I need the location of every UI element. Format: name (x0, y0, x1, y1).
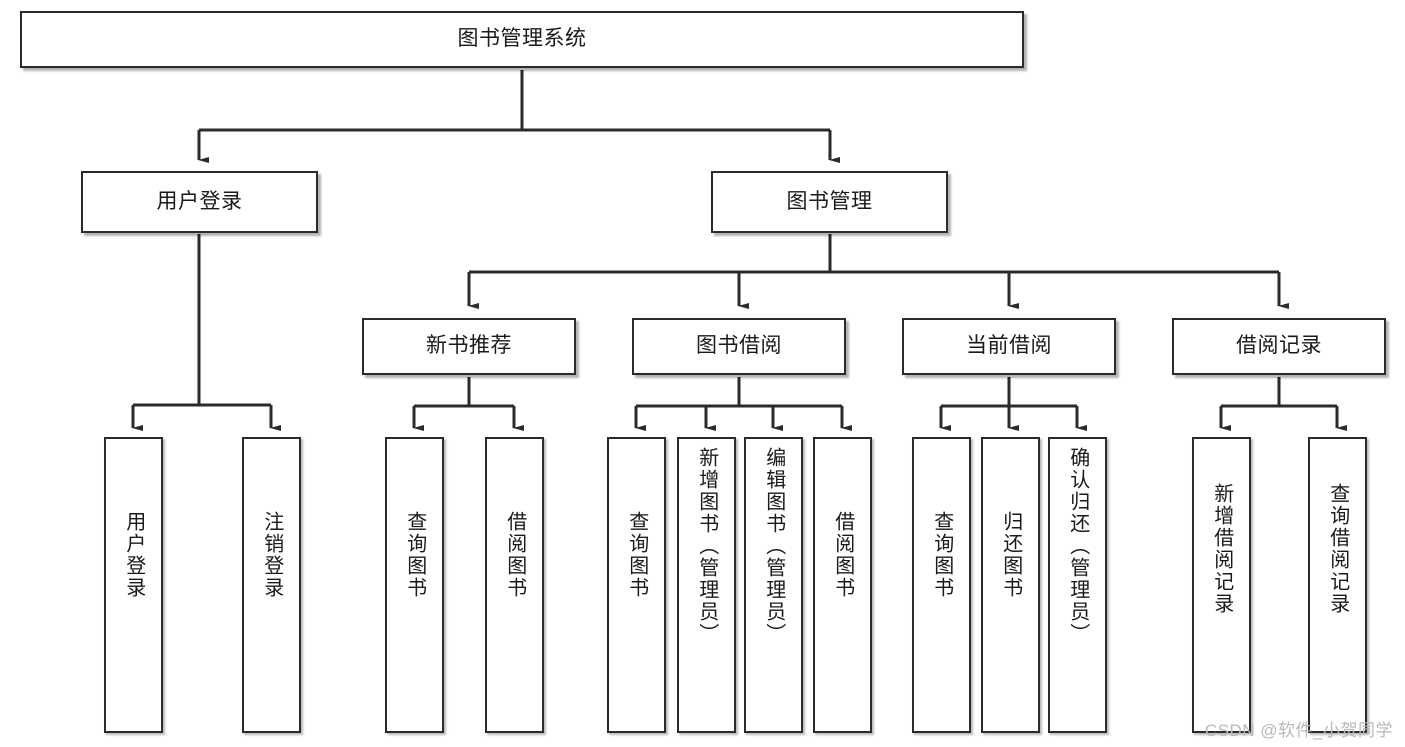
node-leaf-return-book[interactable]: 归还图书 (981, 437, 1040, 733)
node-leaf-borrow-book-2[interactable]: 借阅图书 (813, 437, 872, 733)
node-leaf-add-record-label: 新增借阅记录 (1210, 483, 1233, 615)
node-leaf-add-book-label: 新增图书（管理员） (695, 447, 718, 645)
node-leaf-return-book-label: 归还图书 (999, 511, 1022, 599)
node-leaf-confirm-return[interactable]: 确认归还（管理员） (1048, 437, 1107, 733)
node-leaf-add-record[interactable]: 新增借阅记录 (1192, 437, 1251, 733)
node-leaf-user-login-label: 用户登录 (122, 511, 145, 599)
node-leaf-edit-book[interactable]: 编辑图书（管理员） (744, 437, 803, 733)
node-borrow-record-label: 借阅记录 (1236, 334, 1322, 358)
node-leaf-edit-book-label: 编辑图书（管理员） (762, 447, 785, 645)
node-leaf-query-book-2[interactable]: 查询图书 (607, 437, 666, 733)
node-leaf-user-login[interactable]: 用户登录 (104, 437, 163, 733)
node-leaf-query-book-2-label: 查询图书 (625, 511, 648, 599)
csdn-watermark: CSDN @软件_小贺同学 (1204, 721, 1393, 740)
node-leaf-borrow-book-2-label: 借阅图书 (831, 511, 854, 599)
node-book-manage-label: 图书管理 (786, 189, 873, 213)
node-leaf-logout[interactable]: 注销登录 (242, 437, 301, 733)
node-book-borrow[interactable]: 图书借阅 (632, 318, 846, 375)
node-leaf-query-record[interactable]: 查询借阅记录 (1308, 437, 1367, 733)
node-root[interactable]: 图书管理系统 (20, 11, 1024, 68)
node-current-borrow-label: 当前借阅 (966, 334, 1052, 358)
node-new-book-recommend-label: 新书推荐 (426, 334, 512, 358)
node-leaf-query-book-3[interactable]: 查询图书 (912, 437, 971, 733)
node-new-book-recommend[interactable]: 新书推荐 (362, 318, 576, 375)
node-user-login-label: 用户登录 (156, 189, 243, 213)
node-user-login[interactable]: 用户登录 (81, 171, 318, 233)
node-leaf-query-book-1[interactable]: 查询图书 (385, 437, 444, 733)
node-leaf-borrow-book-1[interactable]: 借阅图书 (485, 437, 544, 733)
node-leaf-borrow-book-1-label: 借阅图书 (503, 511, 526, 599)
node-leaf-add-book[interactable]: 新增图书（管理员） (677, 437, 736, 733)
node-root-label: 图书管理系统 (457, 27, 587, 51)
node-leaf-query-book-3-label: 查询图书 (930, 511, 953, 599)
node-leaf-query-book-1-label: 查询图书 (403, 511, 426, 599)
node-leaf-query-record-label: 查询借阅记录 (1326, 483, 1349, 615)
node-borrow-record[interactable]: 借阅记录 (1172, 318, 1386, 375)
node-leaf-confirm-return-label: 确认归还（管理员） (1066, 447, 1089, 645)
node-leaf-logout-label: 注销登录 (260, 511, 283, 599)
node-book-manage[interactable]: 图书管理 (711, 171, 948, 233)
node-current-borrow[interactable]: 当前借阅 (902, 318, 1116, 375)
node-book-borrow-label: 图书借阅 (696, 334, 782, 358)
